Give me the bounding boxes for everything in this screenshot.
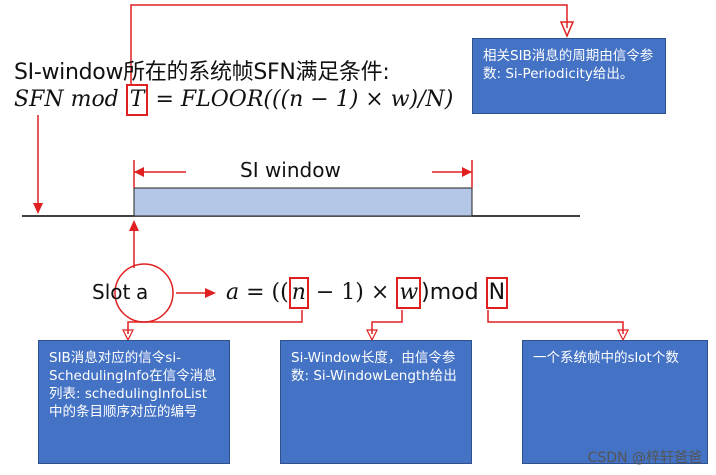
eq2-lhs: a [226, 280, 240, 305]
periodicity-note: 相关SIB消息的周期由信令参数: Si-Periodicity给出。 [472, 38, 666, 114]
slot-label: Slot [92, 280, 131, 304]
eq2-N-highlight: N [485, 277, 509, 309]
eq2-minus: − 1) × [308, 280, 397, 305]
si-window-label: SI window [240, 158, 341, 182]
slot-equation: a = ((n − 1) × w)mod N [226, 277, 509, 309]
eq2-n-highlight: n [288, 277, 309, 309]
scheduling-info-note: SIB消息对应的信令si-SchedulingInfo在信令消息列表: sche… [38, 340, 230, 464]
formula-T-highlight: T [125, 84, 149, 116]
eq2-eq: = (( [239, 280, 289, 305]
t-to-periodicity-connector [130, 4, 568, 86]
slots-per-frame-note: 一个系统帧中的slot个数 [522, 340, 708, 464]
sfn-formula: SFN mod T = FLOOR(((n − 1) × w)/N) [14, 84, 453, 116]
window-length-note: Si-Window长度，由信令参数: Si-WindowLength给出 [280, 340, 472, 464]
eq2-w-highlight: w [396, 277, 422, 309]
N-to-note-connector [487, 310, 624, 334]
formula-rhs: = FLOOR(((n − 1) × w)/N) [148, 87, 454, 112]
si-window-bar [133, 187, 473, 217]
formula-title: SI-window所在的系统帧SFN满足条件: [14, 60, 390, 85]
n-to-note-connector [127, 310, 303, 334]
eq2-close: )mod [421, 280, 486, 305]
watermark: CSDN @梓轩爸爸 [587, 450, 702, 466]
t-arrow-head [559, 21, 575, 38]
formula-lhs: SFN mod [14, 87, 126, 112]
slot-a-var: a [136, 280, 149, 304]
w-to-note-connector [371, 310, 403, 334]
